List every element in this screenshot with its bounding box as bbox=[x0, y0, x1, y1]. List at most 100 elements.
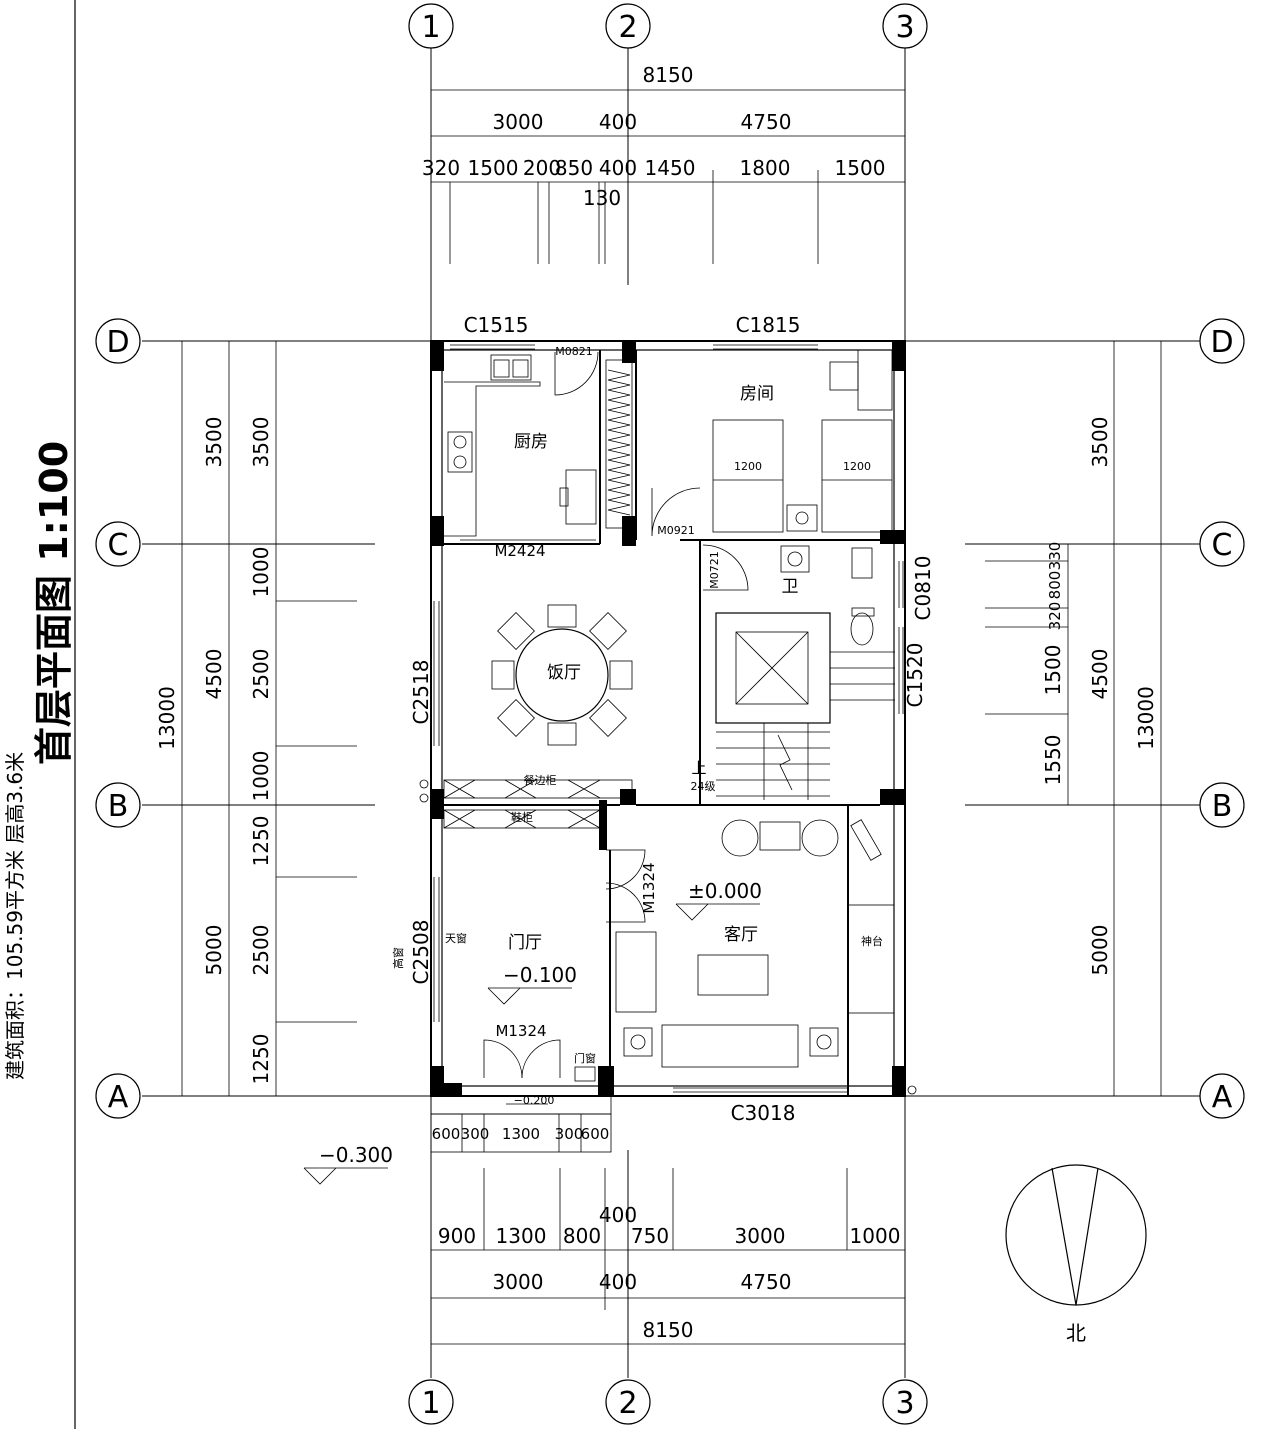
axis-label: D bbox=[106, 325, 129, 360]
title-block: 首层平面图 1:100 bbox=[32, 441, 76, 765]
dim-left-in-2500: 2500 bbox=[249, 649, 273, 700]
dim-top-130: 130 bbox=[583, 186, 621, 210]
doors: M0821 M2424 M0921 M0721 M1324 M1324 bbox=[460, 345, 749, 1079]
room-living-label: 客厅 bbox=[724, 925, 758, 945]
room-foyer-label: 门厅 bbox=[508, 933, 542, 953]
subtitle-block: 建筑面积：105.59平方米 层高3.6米 bbox=[3, 752, 27, 1080]
dim-entry-600: 600 bbox=[432, 1125, 461, 1143]
bedroom-furniture: 1200 1200 bbox=[712, 349, 893, 533]
window-c2508-label: C2508 bbox=[409, 920, 433, 985]
dim-right-total: 13000 bbox=[1134, 686, 1158, 750]
bed-2-size: 1200 bbox=[843, 460, 871, 473]
dim-left-in-3500: 3500 bbox=[249, 417, 273, 468]
door-m0721-label: M0721 bbox=[708, 551, 721, 589]
dining-table bbox=[491, 604, 633, 746]
axis-bubble-A-left: A bbox=[95, 1073, 141, 1119]
room-labels: 厨房 房间 饭厅 门厅 客厅 天窗 高窗 门窗 bbox=[391, 384, 774, 1082]
skylight-label: 天窗 bbox=[445, 931, 467, 945]
dim-right-800: 800 bbox=[1046, 571, 1064, 600]
wardrobe bbox=[605, 359, 633, 529]
dim-bottom-400b: 400 bbox=[599, 1270, 637, 1294]
axis-label: C bbox=[108, 528, 129, 563]
sideboard-label: 餐边柜 bbox=[524, 773, 557, 787]
dim-left-3500: 3500 bbox=[202, 417, 226, 468]
dim-entry-300: 300 bbox=[461, 1125, 490, 1143]
right-dimensions: 13000 3500 4500 5000 330 800 320 1500 15… bbox=[985, 341, 1162, 1096]
dim-top-1800: 1800 bbox=[740, 156, 791, 180]
axis-bubble-C-right: C bbox=[1199, 521, 1245, 567]
cabinets: 餐边柜 鞋柜 bbox=[419, 773, 633, 829]
room-kitchen-label: 厨房 bbox=[514, 432, 548, 452]
axis-bubble-2-bottom: 2 bbox=[605, 1379, 651, 1425]
dim-right-1550: 1550 bbox=[1041, 735, 1065, 786]
axis-label: 2 bbox=[618, 10, 637, 45]
axis-label: A bbox=[1212, 1080, 1233, 1115]
axis-label: 1 bbox=[421, 10, 440, 45]
dim-right-4500: 4500 bbox=[1088, 649, 1112, 700]
door-m1324-inner-label: M1324 bbox=[640, 862, 658, 913]
axis-bubble-D-right: D bbox=[1199, 318, 1245, 364]
dim-top-1500b: 1500 bbox=[835, 156, 886, 180]
dim-bottom-1000: 1000 bbox=[850, 1224, 901, 1248]
dim-left-in-1250: 1250 bbox=[249, 816, 273, 867]
top-dimensions: 8150 3000 400 4750 320 1500 200 850 400 … bbox=[422, 63, 905, 264]
altar-label: 神台 bbox=[861, 934, 883, 948]
dim-left-in-1250b: 1250 bbox=[249, 1034, 273, 1085]
door-m0921-label: M0921 bbox=[657, 524, 695, 537]
window-c0810-label: C0810 bbox=[911, 556, 935, 621]
drawing-title: 首层平面图 1:100 bbox=[32, 441, 76, 765]
dim-right-3500: 3500 bbox=[1088, 417, 1112, 468]
axis-label: 2 bbox=[618, 1386, 637, 1421]
dim-left-in-1000: 1000 bbox=[249, 547, 273, 598]
dim-right-5000: 5000 bbox=[1088, 925, 1112, 976]
window-c1815-label: C1815 bbox=[736, 313, 801, 337]
axis-bubble-B-left: B bbox=[95, 782, 141, 828]
bathroom-fixtures: 卫 bbox=[780, 545, 875, 646]
dim-top-200: 200 bbox=[523, 156, 561, 180]
axis-bubble-D-left: D bbox=[95, 318, 141, 364]
dim-left-total: 13000 bbox=[155, 686, 179, 750]
dim-left-5000: 5000 bbox=[202, 925, 226, 976]
dim-bottom-900: 900 bbox=[438, 1224, 476, 1248]
dim-top-400: 400 bbox=[599, 110, 637, 134]
window-c1515-label: C1515 bbox=[464, 313, 529, 337]
bottom-dimensions: 600 300 1300 300 600 900 1300 800 750 30… bbox=[430, 1113, 905, 1345]
door-m2424-label: M2424 bbox=[494, 542, 545, 560]
stairs-steps-label: 24级 bbox=[691, 780, 716, 793]
axis-bubble-B-right: B bbox=[1199, 782, 1245, 828]
dim-entry-1300: 1300 bbox=[502, 1125, 540, 1143]
dim-top-total: 8150 bbox=[643, 63, 694, 87]
high-window-label: 高窗 bbox=[391, 947, 405, 969]
dim-top-1450: 1450 bbox=[645, 156, 696, 180]
dim-top-4750: 4750 bbox=[741, 110, 792, 134]
left-dimensions: 13000 3500 4500 5000 3500 1000 2500 1000… bbox=[155, 341, 357, 1096]
dim-bottom-3000b: 3000 bbox=[493, 1270, 544, 1294]
living-furniture: 神台 bbox=[615, 819, 895, 1068]
dim-bottom-total: 8150 bbox=[643, 1318, 694, 1342]
room-bedroom-label: 房间 bbox=[740, 384, 774, 404]
door-m1324-front-label: M1324 bbox=[495, 1022, 546, 1040]
dim-left-4500: 4500 bbox=[202, 649, 226, 700]
window-c2518-label: C2518 bbox=[409, 660, 433, 725]
axis-bubble-3-bottom: 3 bbox=[882, 1379, 928, 1425]
dim-top-1500: 1500 bbox=[468, 156, 519, 180]
room-dining-label: 饭厅 bbox=[547, 663, 581, 683]
elevation-entry: −0.200 bbox=[514, 1094, 555, 1107]
elevation-foyer: −0.100 bbox=[503, 963, 577, 987]
window-c3018-label: C3018 bbox=[731, 1101, 796, 1125]
door-window-label: 门窗 bbox=[574, 1051, 596, 1065]
axis-bubble-A-right: A bbox=[1199, 1073, 1245, 1119]
elevation-exterior: −0.300 bbox=[319, 1143, 393, 1167]
axis-label: D bbox=[1210, 325, 1233, 360]
dim-entry-600b: 600 bbox=[581, 1125, 610, 1143]
bed-1-size: 1200 bbox=[734, 460, 762, 473]
dim-bottom-400a: 400 bbox=[599, 1203, 637, 1227]
axis-bubble-1-bottom: 1 bbox=[408, 1379, 454, 1425]
dim-top-850: 850 bbox=[555, 156, 593, 180]
axis-label: A bbox=[108, 1080, 129, 1115]
north-arrow: 北 bbox=[1005, 1164, 1147, 1345]
shoe-cabinet-label: 鞋柜 bbox=[511, 810, 533, 824]
axis-label: C bbox=[1212, 528, 1233, 563]
axis-label: B bbox=[108, 789, 129, 824]
